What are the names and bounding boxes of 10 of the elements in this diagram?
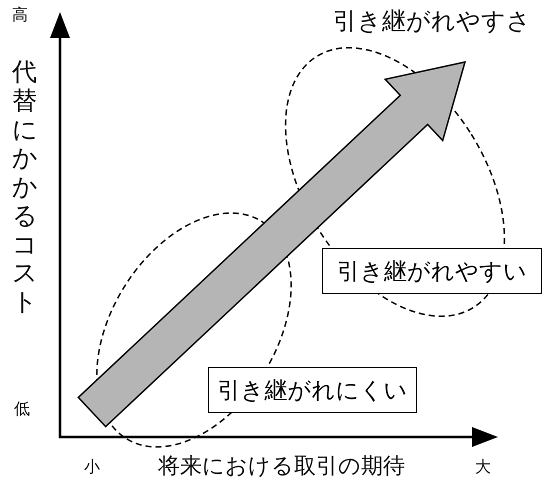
axis-label: 小: [84, 458, 100, 476]
block-arrow: [77, 61, 466, 428]
axis-label: 大: [475, 458, 491, 476]
axis-label: 高: [12, 6, 28, 24]
axis-title: 代替にかかるコスト: [12, 58, 37, 317]
axis-title: 将来における取引の期待: [158, 455, 405, 480]
label-box: 引き継がれやすい: [322, 248, 542, 294]
label-box: 引き継がれにくい: [208, 367, 417, 413]
arrow-label: 引き継がれやすさ: [333, 8, 531, 34]
axis-label: 低: [14, 400, 30, 418]
